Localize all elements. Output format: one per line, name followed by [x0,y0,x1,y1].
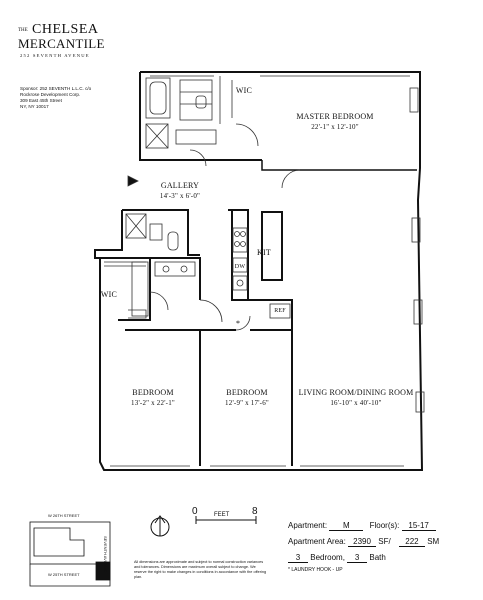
keyplan-street-top: W 26TH STREET [48,513,80,518]
room-bedroom-2: BEDROOM 12'-9" x 17'-6" [212,388,282,408]
baths-label: Bath [369,553,386,562]
north-arrow-icon [150,515,170,537]
exterior-wall-right [410,167,424,471]
room-dims: 14'-3" x 6'-0" [159,192,201,200]
room-name: KIT [257,248,271,257]
room-ref: REF [270,306,290,316]
scale-bar [195,516,257,524]
room-dims: 16'-10" x 40'-10" [330,399,382,407]
room-name: DW [234,264,246,270]
room-dims: 13'-2" x 22'-1" [131,399,175,407]
logo-line2: MERCANTILE [18,36,105,51]
room-dims: 22'-1" x 12'-10" [311,123,359,131]
apartment-label: Apartment: [288,521,328,530]
room-bedroom-1: BEDROOM 13'-2" x 22'-1" [118,388,188,408]
logo-line1: CHELSEA [32,22,99,37]
room-wic-left: WIC [98,290,120,300]
room-name: LIVING ROOM/DINING ROOM [298,388,414,397]
room-name: REF [274,308,286,314]
bedrooms-label: Bedroom, [310,553,345,562]
room-name: WIC [100,290,118,299]
room-wic-top: WIC [234,86,254,96]
sponsor-line: NY, NY 10017 [20,104,49,109]
baths-value: 3 [347,553,368,563]
floors-label: Floor(s): [369,521,400,530]
scale-max: 8 [252,506,258,517]
area-label: Apartment Area: [288,537,346,546]
keyplan-avenue: SEVENTH AVENUE [103,536,108,572]
area-sm: 222 [398,537,425,547]
room-master-bedroom: MASTER BEDROOM 22'-1" x 12'-10" [290,112,380,132]
sponsor-block: Sponsor: 252 SEVENTH L.L.C. c/o Rockrose… [20,86,110,110]
disclaimer: All dimensions are approximate and subje… [134,560,267,579]
master-wing-outline [139,71,421,168]
logo-the: THE [18,28,28,33]
laundry-footnote: * LAUNDRY HOOK - UP [288,567,343,573]
room-name: BEDROOM [132,388,174,397]
keyplan-street-bottom: W 25TH STREET [48,572,80,577]
building-logo: THE CHELSEA MERCANTILE 252 SEVENTH AVENU… [18,22,108,78]
core-walls [94,209,200,259]
area-sf: 2390 [348,537,377,547]
apartment-value: M [329,521,364,531]
svg-text:*: * [236,319,240,328]
bedrooms-value: 3 [288,553,308,563]
sf-unit: SF/ [378,537,391,546]
room-name: BEDROOM [226,388,268,397]
scale-label: FEET [214,512,230,518]
apartment-info: Apartment: M Floor(s): 15-17 Apartment A… [288,521,478,573]
room-name: MASTER BEDROOM [296,112,374,121]
room-dw: DW [231,262,249,272]
floors-value: 15-17 [401,521,436,531]
sm-unit: SM [427,537,440,546]
room-name: WIC [235,86,253,95]
room-name: GALLERY [160,181,200,190]
exterior-wall-left [99,258,410,471]
logo-address: 252 SEVENTH AVENUE [20,53,90,58]
sponsor-line: Rockrose Development Corp. [20,92,81,97]
scale-zero: 0 [192,506,198,517]
key-plan [29,521,111,587]
room-kit: KIT [254,248,274,258]
room-dims: 12'-9" x 17'-6" [225,399,269,407]
room-living-dining: LIVING ROOM/DINING ROOM 16'-10" x 40'-10… [296,388,416,408]
sponsor-line: Sponsor: 252 SEVENTH L.L.C. c/o [20,86,92,91]
room-gallery: GALLERY 14'-3" x 6'-0" [150,181,210,201]
sponsor-line: 309 East 45th Street [20,98,62,103]
